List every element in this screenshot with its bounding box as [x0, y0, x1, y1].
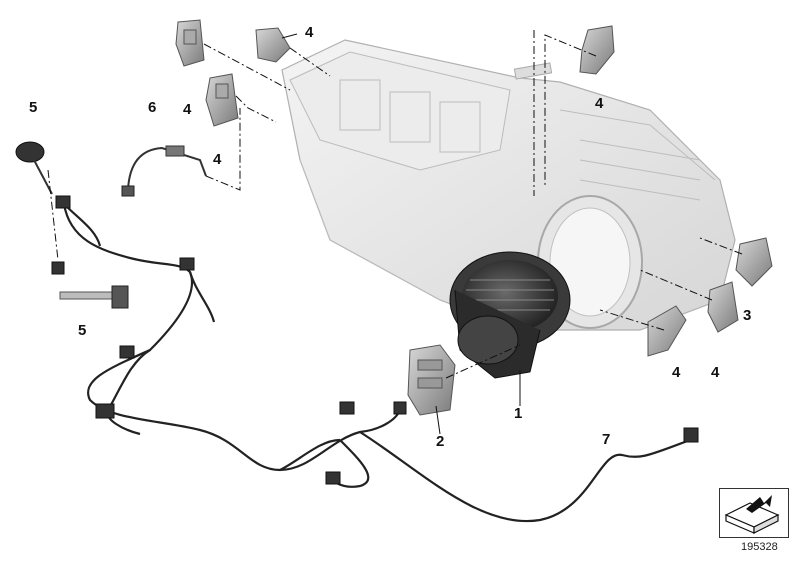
callout-4-top-right: 4: [595, 95, 604, 112]
callout-7: 7: [602, 431, 611, 448]
sensor-round: [15, 141, 53, 195]
hvac-housing: [281, 39, 736, 331]
blower-motor: [449, 251, 571, 379]
blower-resistor: [407, 344, 456, 416]
callout-6: 6: [148, 99, 157, 116]
actuator-top-middle: [255, 27, 291, 63]
callout-4-bottom-b: 4: [711, 364, 720, 381]
callout-4-bottom-a: 4: [672, 364, 681, 381]
actuator-right: [735, 237, 773, 287]
callout-5-top: 5: [29, 99, 38, 116]
callout-2: 2: [436, 433, 445, 450]
actuator-top-left: [175, 19, 205, 67]
actuator-lower-right: [707, 281, 739, 333]
exploded-view-arrow-icon: [724, 495, 780, 534]
harness-connectors: [51, 195, 699, 485]
actuator-lower-middle: [647, 305, 687, 357]
sensor-cable-6: [121, 145, 207, 197]
leader-lines: [47, 30, 743, 379]
exploded-view-nav-button[interactable]: [719, 488, 789, 538]
callout-4-left-lower: 4: [213, 151, 222, 168]
actuator-left: [205, 73, 239, 127]
callout-3: 3: [743, 307, 752, 324]
solid-leaders: [281, 33, 521, 435]
callout-5-bottom: 5: [78, 322, 87, 339]
document-id: 195328: [741, 541, 778, 553]
callout-4-top: 4: [305, 24, 314, 41]
sensor-rod: [59, 285, 129, 309]
callout-4-left-upper: 4: [183, 101, 192, 118]
callout-1: 1: [514, 405, 523, 422]
actuator-top-right: [579, 25, 615, 75]
